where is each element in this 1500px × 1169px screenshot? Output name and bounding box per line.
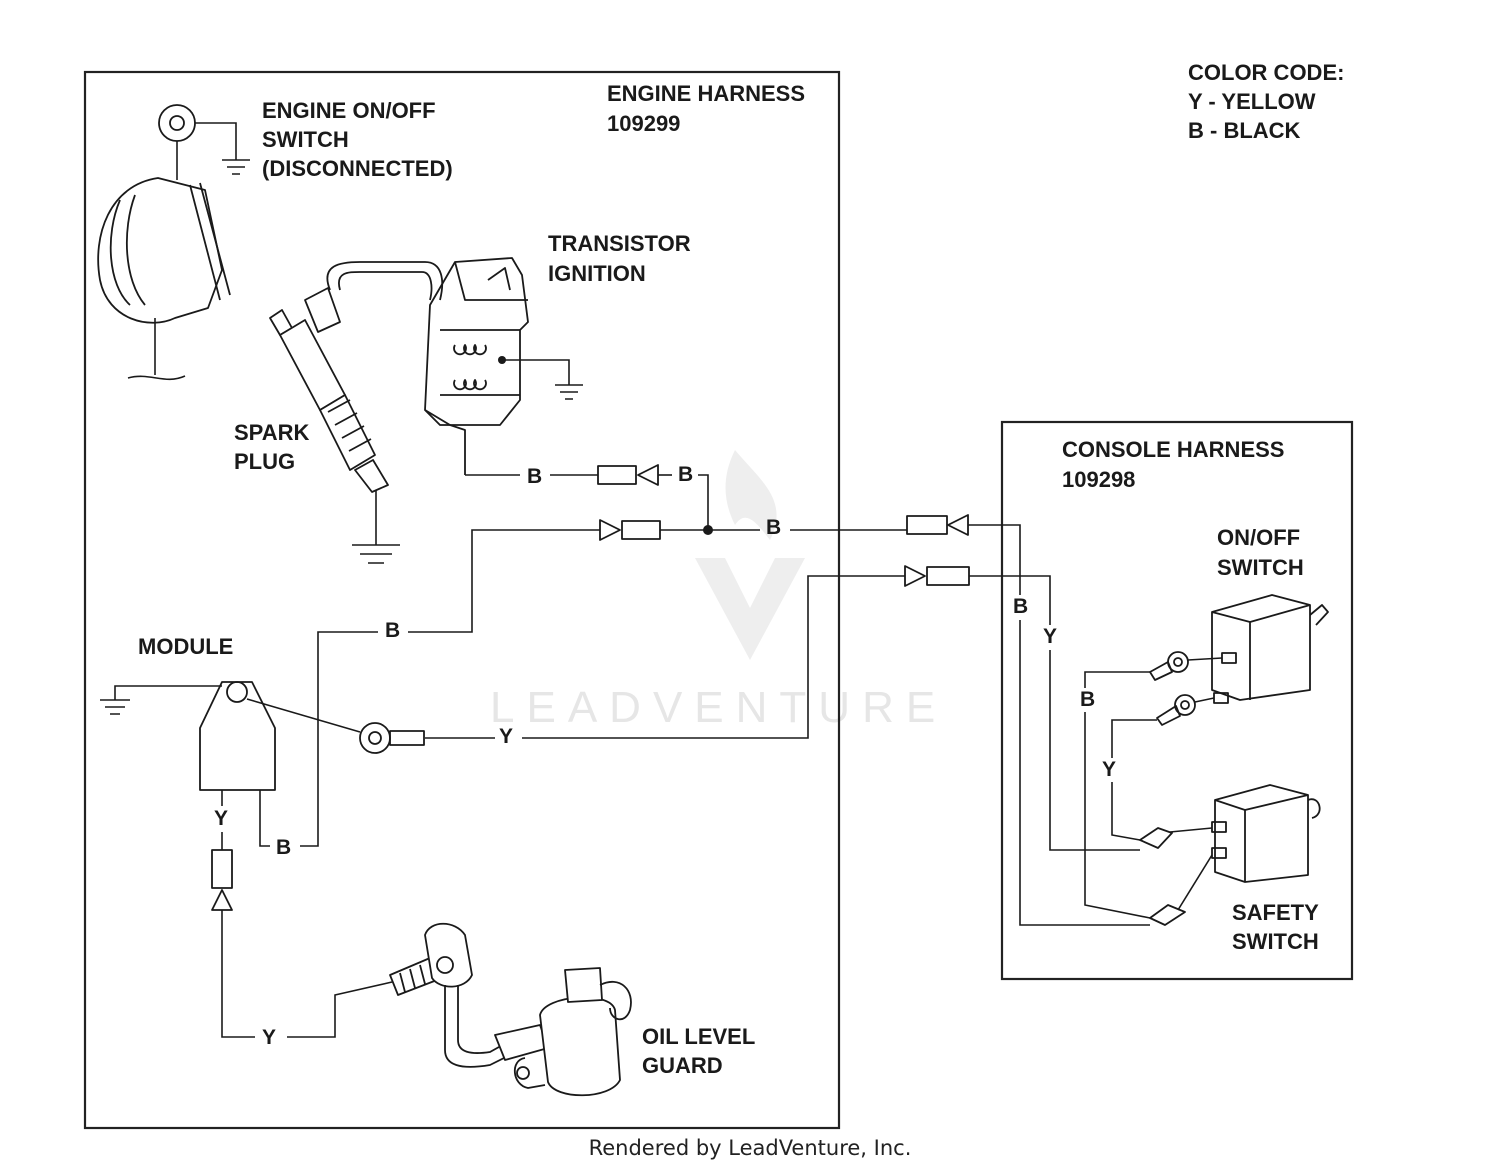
engine-switch-label-3: (DISCONNECTED) bbox=[262, 156, 453, 181]
wire-label-console-y-left: Y bbox=[1043, 625, 1057, 648]
connector bbox=[621, 520, 661, 540]
onoff-switch-label-2: SWITCH bbox=[1217, 555, 1304, 580]
safety-switch-label-1: SAFETY bbox=[1232, 900, 1319, 925]
onoff-switch-label-1: ON/OFF bbox=[1217, 525, 1300, 550]
ground-symbol bbox=[555, 384, 583, 400]
color-code-legend: COLOR CODE: Y - YELLOW B - BLACK bbox=[1188, 60, 1344, 143]
wire-label-module-y-vertical: Y bbox=[214, 807, 228, 830]
wire-label-module-y-horizontal: Y bbox=[499, 725, 513, 748]
ground-symbol bbox=[352, 544, 400, 564]
footer-credit: Rendered by LeadVenture, Inc. bbox=[588, 1136, 912, 1160]
wire-label-console-y-inner: Y bbox=[1102, 758, 1116, 781]
engine-switch-label-2: SWITCH bbox=[262, 127, 349, 152]
watermark-text: LEADVENTURE bbox=[490, 683, 947, 732]
connector-arrow bbox=[947, 514, 969, 536]
spark-plug-label-2: PLUG bbox=[234, 449, 295, 474]
wire-label-console-b-left: B bbox=[1013, 595, 1028, 618]
console-onoff-switch bbox=[1084, 594, 1329, 758]
wire-label-module-b-upper: B bbox=[385, 619, 400, 642]
wire-label-oil-y: Y bbox=[262, 1026, 276, 1049]
color-code-black: B - BLACK bbox=[1188, 118, 1301, 143]
oil-level-guard-label-2: GUARD bbox=[642, 1053, 723, 1078]
wire-label-module-b-lower: B bbox=[276, 836, 291, 859]
wire-label-ign-b2: B bbox=[678, 463, 693, 486]
oil-level-guard-label-1: OIL LEVEL bbox=[642, 1024, 755, 1049]
console-harness-title: CONSOLE HARNESS bbox=[1062, 437, 1284, 462]
console-safety-switch bbox=[1139, 784, 1321, 926]
connector-arrow bbox=[211, 889, 233, 911]
engine-harness-number: 109299 bbox=[607, 111, 680, 136]
ground-symbol bbox=[222, 159, 250, 175]
wire-label-ign-b: B bbox=[527, 465, 542, 488]
module-label: MODULE bbox=[138, 634, 233, 659]
connector bbox=[926, 566, 970, 586]
watermark: LEADVENTURE bbox=[490, 450, 947, 732]
engine-switch-label-1: ENGINE ON/OFF bbox=[262, 98, 436, 123]
spark-plug-label-1: SPARK bbox=[234, 420, 309, 445]
ground-symbol bbox=[100, 699, 130, 715]
connector-arrow bbox=[904, 565, 926, 587]
engine-onoff-switch bbox=[97, 104, 250, 380]
ring-terminal bbox=[359, 722, 391, 754]
color-code-title: COLOR CODE: bbox=[1188, 60, 1344, 85]
transistor-ignition-label-1: TRANSISTOR bbox=[548, 231, 691, 256]
transistor-ignition bbox=[326, 257, 583, 475]
color-code-yellow: Y - YELLOW bbox=[1188, 89, 1316, 114]
connector-arrow bbox=[599, 519, 621, 541]
module bbox=[100, 681, 425, 847]
engine-harness-title: ENGINE HARNESS bbox=[607, 81, 805, 106]
connector-arrow bbox=[637, 464, 659, 486]
safety-switch-label-2: SWITCH bbox=[1232, 929, 1319, 954]
engine-harness-box bbox=[83, 70, 841, 1130]
connector bbox=[597, 465, 637, 485]
wire-label-junction-b: B bbox=[766, 516, 781, 539]
console-harness-box bbox=[1000, 420, 1354, 981]
transistor-ignition-label-2: IGNITION bbox=[548, 261, 646, 286]
connector bbox=[211, 849, 233, 889]
wire-label-console-b-inner: B bbox=[1080, 688, 1095, 711]
oil-level-guard bbox=[389, 922, 632, 1097]
connector bbox=[906, 515, 948, 535]
spark-plug bbox=[269, 287, 400, 564]
console-harness-number: 109298 bbox=[1062, 467, 1135, 492]
